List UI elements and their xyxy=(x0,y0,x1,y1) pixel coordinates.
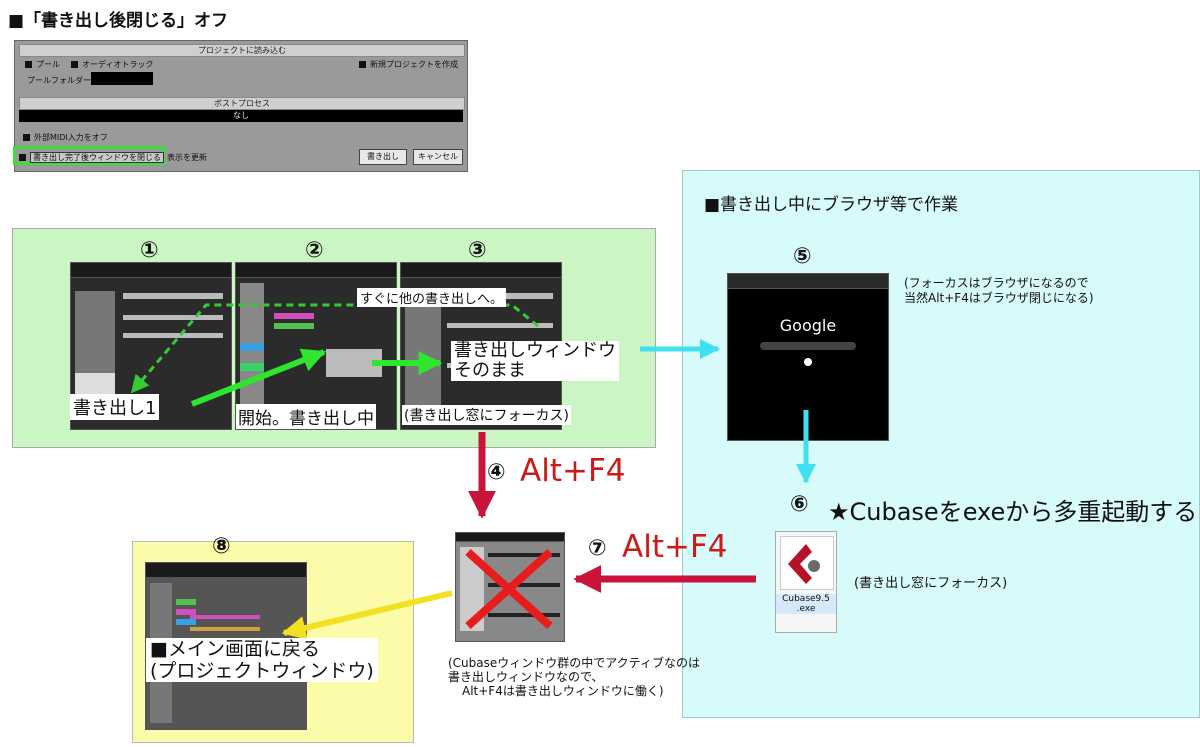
step-number-2: ② xyxy=(305,238,324,263)
pool-checkbox[interactable]: プール xyxy=(25,59,60,70)
label-export1: 書き出し1 xyxy=(70,394,160,420)
label-start-exporting: 開始。書き出し中 xyxy=(236,404,376,429)
cubase-exe-icon[interactable]: Cubase9.5 .exe xyxy=(775,531,837,633)
arrow-start-export xyxy=(190,348,327,407)
shortcut-icon[interactable] xyxy=(804,358,812,366)
page-title: ■「書き出し後閉じる」オフ xyxy=(8,11,229,31)
label-multi-launch: ★Cubaseをexeから多重起動する xyxy=(828,498,1198,526)
cancel-button[interactable]: キャンセル xyxy=(413,149,463,165)
cubase-logo-icon xyxy=(788,544,820,584)
new-project-checkbox[interactable]: 新規プロジェクトを作成 xyxy=(359,59,458,70)
step-number-1: ① xyxy=(140,238,159,263)
midi-off-checkbox[interactable]: 外部MIDI入力をオフ xyxy=(23,132,108,143)
pool-folder-label: プールフォルダー xyxy=(27,76,91,85)
import-header: プロジェクトに読み込む xyxy=(19,44,465,57)
pool-folder-field[interactable] xyxy=(91,72,153,85)
label-browser-work-title: ■書き出し中にブラウザ等で作業 xyxy=(704,195,959,215)
checkbox-icon xyxy=(23,134,30,141)
export-button[interactable]: 書き出し xyxy=(359,149,407,165)
label-alt-f4-down: Alt+F4 xyxy=(520,453,626,489)
label-alt-f4-left: Alt+F4 xyxy=(622,529,728,565)
update-display-checkbox[interactable]: 表示を更新 xyxy=(167,153,207,162)
search-input[interactable] xyxy=(760,342,856,350)
label-focus-export-window-2: (書き出し窓にフォーカス) xyxy=(854,576,1008,591)
label-browser-note: (フォーカスはブラウザになるので 当然Alt+F4はブラウザ閉じになる) xyxy=(904,276,1094,305)
audio-track-checkbox[interactable]: オーディオトラック xyxy=(71,59,153,70)
checkbox-icon xyxy=(25,61,32,68)
label-soon-next-export: すぐに他の書き出しへ。 xyxy=(357,288,507,307)
checkbox-icon xyxy=(359,61,366,68)
label-focus-export-window: (書き出し窓にフォーカス) xyxy=(402,405,571,425)
step-number-6: ⑥ xyxy=(790,492,809,517)
close-cross-icon xyxy=(465,549,553,629)
checkbox-icon xyxy=(71,61,78,68)
export-dialog: プロジェクトに読み込む プール オーディオトラック 新規プロジェクトを作成 プー… xyxy=(13,40,468,172)
step-number-8: ⑧ xyxy=(212,534,231,559)
label-export-window-stays: 書き出しウィンドウ そのまま xyxy=(451,341,619,381)
google-logo: Google xyxy=(779,316,837,335)
step-number-5: ⑤ xyxy=(793,244,812,269)
exe-name: Cubase9.5 .exe xyxy=(776,594,836,614)
browser-work-panel xyxy=(682,170,1200,718)
step-number-4: ④ xyxy=(487,460,506,485)
label-active-window-note: (Cubaseウィンドウ群の中でアクティブなのは 書き出しウィンドウなので、 A… xyxy=(448,656,700,698)
post-process-header: ポストプロセス xyxy=(19,97,465,110)
step-number-7: ⑦ xyxy=(588,536,607,561)
arrow-return-main xyxy=(281,590,453,640)
label-return-main: ■メイン画面に戻る (プロジェクトウィンドウ) xyxy=(146,638,378,682)
checkbox-icon xyxy=(19,154,26,161)
step-number-3: ③ xyxy=(468,238,487,263)
close-after-export-checkbox[interactable]: 書き出し完了後ウィンドウを閉じる xyxy=(19,152,164,163)
post-process-select[interactable]: なし xyxy=(19,110,463,122)
